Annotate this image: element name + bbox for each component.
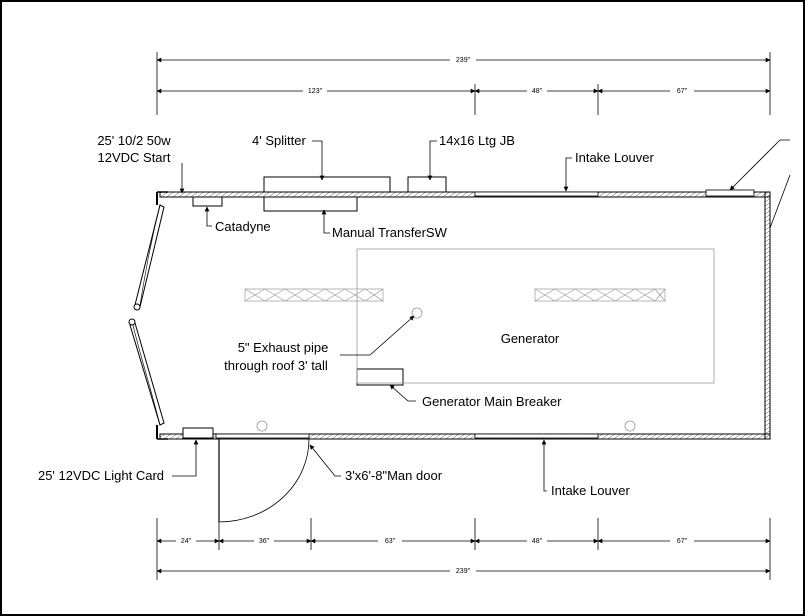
bottom-dimension-1: 24": [181, 538, 192, 545]
exhaust-label-line1: 5" Exhaust pipe: [238, 340, 329, 355]
intake-louver-bottom-label: Intake Louver: [551, 483, 630, 498]
jack-right-icon: [624, 420, 636, 432]
man-door-swing: [218, 438, 310, 523]
start-cable-label-line2: 12VDC Start: [98, 150, 171, 165]
man-door-label: 3'x6'-8"Man door: [345, 468, 443, 483]
top-dimension-2: 48": [532, 88, 543, 95]
intake-louver-top-label: Intake Louver: [575, 150, 654, 165]
bottom-dimension-4: 48": [532, 538, 543, 545]
jack-left-icon: [256, 420, 268, 432]
top-dimension-1: 123": [308, 88, 323, 95]
trailer-walls: [156, 191, 771, 440]
top-louver-left: [474, 191, 599, 197]
generator-label: Generator: [501, 331, 560, 346]
leader-lines: [172, 139, 791, 492]
bottom-dimension-2: 36": [259, 538, 270, 545]
vent-left: [244, 288, 384, 302]
vent-right: [534, 288, 666, 302]
manual-transfer-box: [263, 196, 358, 212]
bottom-dimension-3: 63": [385, 538, 396, 545]
generator-outline: [356, 248, 715, 384]
main-breaker-label: Generator Main Breaker: [422, 394, 562, 409]
start-cable-label-line1: 25' 10/2 50w: [97, 133, 171, 148]
bottom-overall-dimension: 239": [456, 568, 471, 575]
manual-transfer-label: Manual TransferSW: [332, 225, 448, 240]
ltg-jb-label: 14x16 Ltg JB: [439, 133, 515, 148]
catadyne-label: Catadyne: [215, 219, 271, 234]
catadyne-box: [192, 196, 223, 207]
left-ramp-doors: [128, 204, 165, 426]
exhaust-label-line2: through roof 3' tall: [224, 358, 328, 373]
exhaust-pipe-icon: [411, 307, 423, 319]
top-louver-right: [705, 189, 755, 197]
ltg-jb-box: [407, 176, 447, 193]
splitter-label: 4' Splitter: [252, 133, 306, 148]
top-overall-dimension: 239": [456, 57, 471, 64]
door-opening: [215, 433, 310, 439]
light-card-box: [182, 427, 214, 439]
bottom-dimension-5: 67": [677, 538, 688, 545]
top-dimension-3: 67": [677, 88, 688, 95]
splitter-box: [263, 176, 391, 193]
bottom-louver: [474, 433, 599, 439]
light-card-label: 25' 12VDC Light Card: [38, 468, 164, 483]
